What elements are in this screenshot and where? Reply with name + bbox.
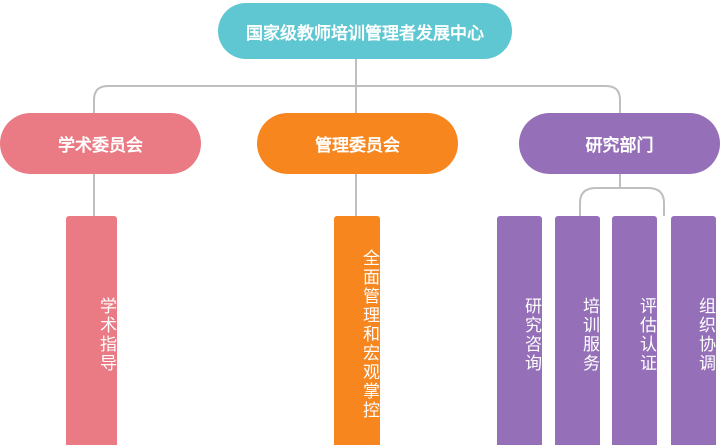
connector-research-bar — [579, 187, 665, 216]
leaf-overall-management: 全面管理和宏观掌控 — [334, 216, 380, 445]
leaf-evaluation-certification: 评估认证 — [612, 216, 657, 445]
leaf-organization-coordination: 组织协调 — [671, 216, 716, 445]
leaf-training-service: 培训服务 — [555, 216, 600, 445]
branch-academic-committee: 学术委员会 — [0, 113, 201, 174]
branch-research-department: 研究部门 — [519, 113, 720, 174]
leaf-academic-guidance: 学术指导 — [66, 216, 117, 445]
leaf-research-consulting: 研究咨询 — [497, 216, 542, 445]
root-node: 国家级教师培训管理者发展中心 — [218, 3, 512, 59]
branch-management-committee: 管理委员会 — [257, 113, 458, 174]
